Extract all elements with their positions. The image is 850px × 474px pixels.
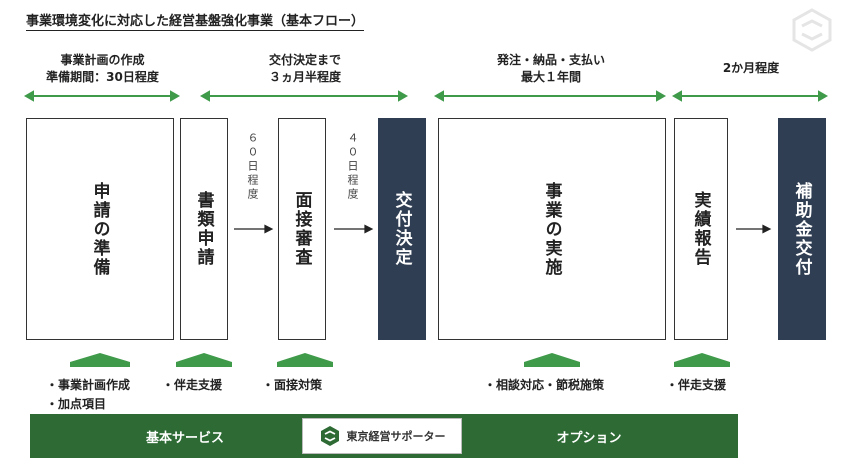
- interval-label-40: ４０日程度: [346, 132, 359, 202]
- basic-service-label: 基本サービス: [145, 430, 224, 446]
- span-arrow-1: [23, 90, 181, 102]
- logo-icon: [320, 426, 339, 446]
- support-item-1: ・事業計画作成・加点項目: [46, 378, 131, 411]
- support-item-3: ・面接対策: [262, 378, 323, 392]
- support-arrows: [70, 353, 730, 367]
- step-label: 交付決定: [391, 191, 412, 267]
- step-box-report: 実績報告: [674, 118, 728, 340]
- step-box-grant-decision: 交付決定: [378, 118, 426, 340]
- up-arrow-3: [277, 353, 333, 367]
- step-label: 実績報告: [690, 191, 711, 267]
- center-logo-badge: 東京経営サポーター: [302, 418, 462, 454]
- support-item-5: ・伴走支援: [666, 378, 727, 392]
- step-box-document-application: 書類申請: [180, 118, 228, 340]
- span-arrow-3: [433, 90, 667, 102]
- watermark-logo: [790, 8, 834, 52]
- up-arrow-5: [674, 353, 730, 367]
- flow-arrow-1: [234, 224, 274, 234]
- flow-arrow-3: [736, 224, 772, 234]
- flow-arrow-2: [334, 224, 374, 234]
- step-label: 事業の実施: [541, 181, 562, 277]
- step-box-interview: 面接審査: [278, 118, 326, 340]
- page-title: 事業環境変化に対応した経営基盤強化事業（基本フロー）: [26, 10, 365, 31]
- step-box-prepare: 申請の準備: [26, 118, 174, 340]
- basic-service-bar: 基本サービス: [30, 414, 340, 458]
- logo-text: 東京経営サポーター: [346, 430, 446, 443]
- phase-label-1: 事業計画の作成準備期間：30日程度: [46, 53, 159, 84]
- up-arrow-1: [70, 353, 130, 367]
- step-box-subsidy-payment: 補助金交付: [778, 118, 826, 340]
- step-label: 面接審査: [291, 191, 312, 267]
- up-arrow-4: [524, 353, 580, 367]
- span-arrow-2: [199, 90, 409, 102]
- flow-arrows: [234, 224, 772, 234]
- step-box-implementation: 事業の実施: [438, 118, 666, 340]
- span-arrow-4: [671, 90, 829, 102]
- phase-span-arrows: [23, 90, 829, 102]
- support-item-4: ・相談対応・節税施策: [484, 378, 605, 392]
- step-label: 書類申請: [193, 191, 214, 267]
- support-item-2: ・伴走支援: [162, 378, 223, 392]
- up-arrow-2: [176, 353, 232, 367]
- option-bar: オプション: [440, 414, 738, 458]
- phase-label-4: 2か月程度: [722, 61, 780, 75]
- logo-icon: [792, 8, 832, 52]
- interval-label-60: ６０日程度: [246, 132, 259, 202]
- phase-label-3: 発注・納品・支払い最大１年間: [496, 53, 605, 84]
- step-label: 補助金交付: [791, 181, 812, 277]
- step-label: 申請の準備: [89, 181, 110, 277]
- option-label: オプション: [556, 430, 622, 446]
